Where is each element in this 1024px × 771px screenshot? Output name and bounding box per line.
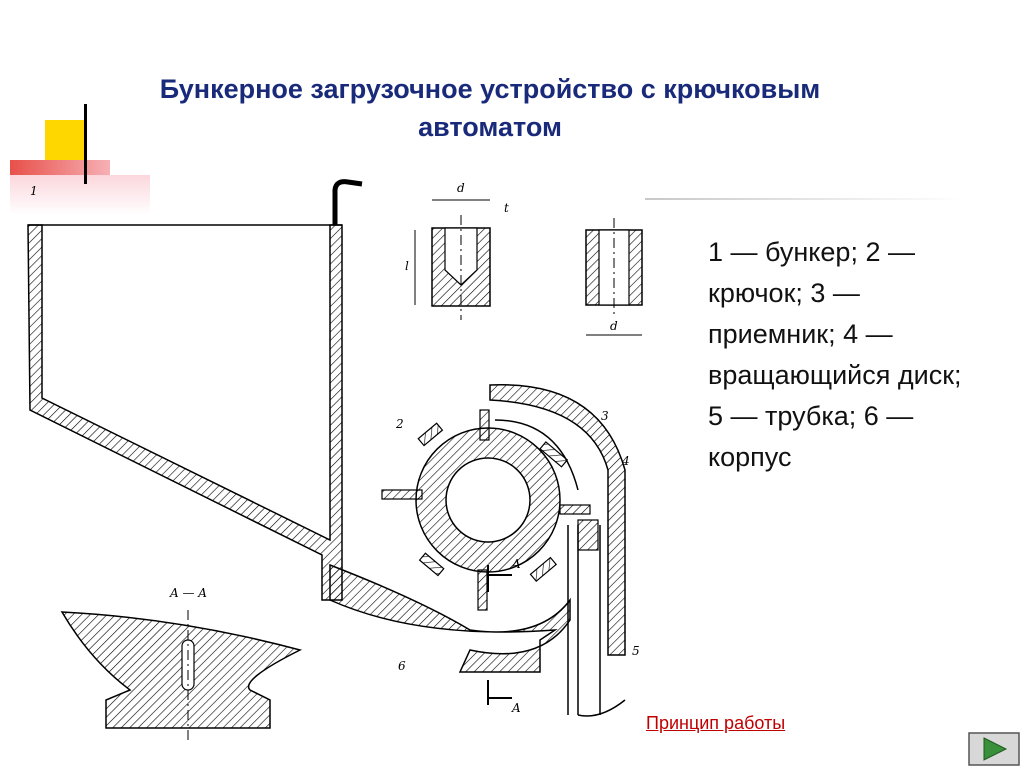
rotating-disk (415, 427, 561, 573)
label-part-6: 6 (398, 659, 406, 673)
section-a-a (60, 611, 303, 729)
tube-inlet (577, 519, 599, 551)
next-slide-button[interactable] (968, 732, 1020, 766)
label-part-2: 2 (395, 417, 404, 431)
label-part-4: 4 (621, 454, 630, 468)
label-dim-d-top: d (457, 181, 465, 195)
label-part-5: 5 (632, 644, 640, 658)
hopper-body (27, 224, 343, 601)
slide-title: Бункерное загрузочное устройство с крючк… (159, 74, 821, 142)
part-detail-left (414, 199, 491, 320)
label-dim-l: l (405, 259, 409, 273)
label-dim-d-bottom: d (610, 319, 618, 333)
play-next-icon (983, 737, 1008, 761)
label-part-3: 3 (601, 409, 609, 423)
section-arrow-bottom (487, 680, 512, 705)
parts-legend: 1 — бункер; 2 — крючок; 3 — приемник; 4 … (708, 237, 962, 472)
section-arrow-top (487, 565, 512, 592)
part-detail-right (585, 218, 643, 336)
decor-pink-fade (10, 175, 150, 215)
label-section-a-a: A — A (169, 586, 207, 600)
decor-vertical-line (84, 104, 87, 184)
decor-horizontal-line (645, 198, 965, 200)
housing (329, 563, 571, 673)
hopper-lip (332, 179, 363, 225)
label-arrow-a-bottom: A (511, 701, 521, 715)
label-part-1: 1 (30, 184, 38, 198)
label-dim-t: t (504, 201, 509, 215)
tube (567, 525, 626, 717)
label-arrow-a-top: A (511, 557, 521, 571)
hooks (381, 409, 591, 611)
receiver (489, 384, 626, 656)
principle-of-operation-link[interactable]: Принцип работы (646, 713, 786, 733)
